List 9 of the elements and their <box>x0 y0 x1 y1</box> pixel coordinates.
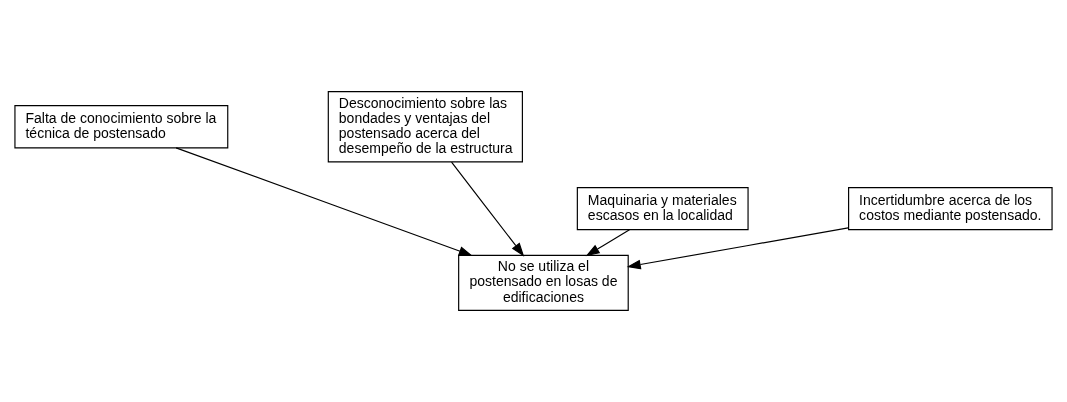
arrow <box>585 229 631 257</box>
arrow <box>450 161 525 257</box>
node-box: Maquinaria y materiales escasos en la localidad <box>576 186 749 231</box>
node-box: No se utiliza el postensado en losas de edificaciones <box>458 254 629 311</box>
node-box: Falta de conocimiento sobre la técnica de postensado <box>14 105 229 149</box>
arrow <box>175 147 473 256</box>
node-box: Incertidumbre acerca de los costos mediante postensado. <box>848 186 1053 231</box>
arrow <box>626 227 849 270</box>
node-box: Desconocimiento sobre las bondades y ventajas del postensado acerca del desempeño de la estructura <box>327 91 523 163</box>
